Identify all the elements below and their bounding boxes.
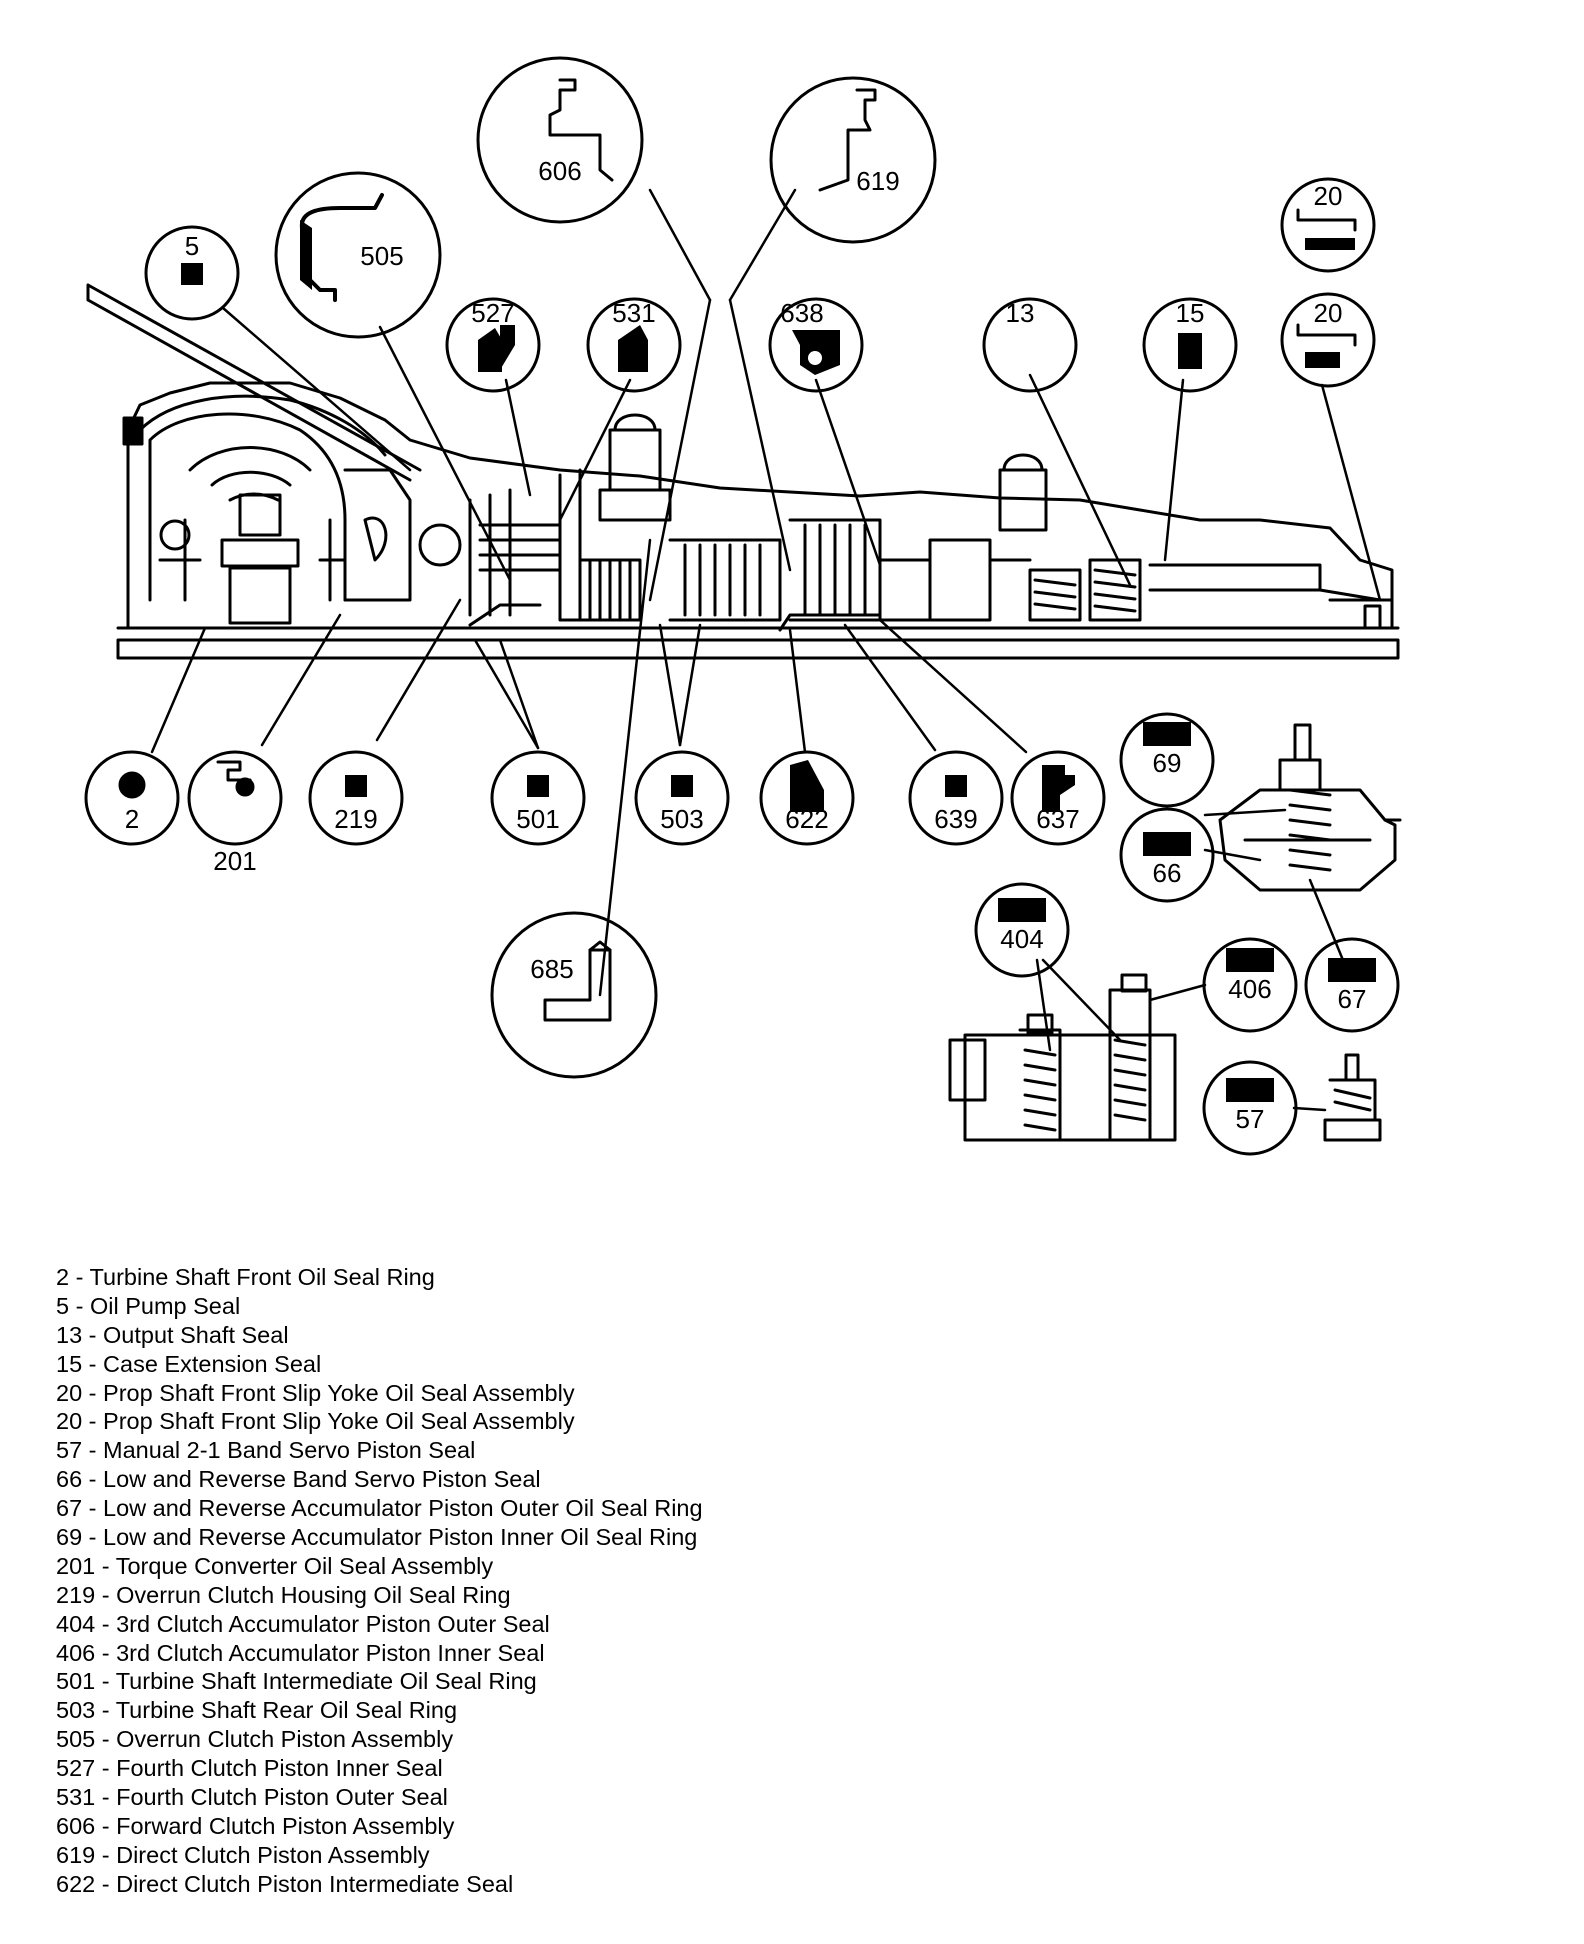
legend-item: 406 - 3rd Clutch Accumulator Piston Inne… xyxy=(56,1639,545,1666)
accumulator-detail xyxy=(948,973,1177,1142)
seal-icon-638 xyxy=(618,325,648,372)
transmission-seal-diagram: 2 201 219 501 503 622 639 637 5 505 527 … xyxy=(84,56,1402,1156)
legend-item: 404 - 3rd Clutch Accumulator Piston Oute… xyxy=(56,1610,550,1637)
callout-circles xyxy=(84,56,1400,1156)
seal-icon-637 xyxy=(1042,765,1075,812)
legend-item: 15 - Case Extension Seal xyxy=(56,1350,322,1377)
seal-icon-503 xyxy=(671,775,693,797)
seal-icon-639 xyxy=(945,775,967,797)
seal-icon-5 xyxy=(181,263,203,285)
callout-label-57: 57 xyxy=(1236,1104,1265,1134)
leader-lines xyxy=(150,188,1382,1112)
legend-item: 201 - Torque Converter Oil Seal Assembly xyxy=(56,1552,494,1579)
seal-icon-219 xyxy=(345,775,367,797)
legend-item: 503 - Turbine Shaft Rear Oil Seal Ring xyxy=(56,1697,458,1724)
legend-item: 501 - Turbine Shaft Intermediate Oil Sea… xyxy=(56,1668,537,1695)
servo-piston-57 xyxy=(1323,1053,1382,1142)
legend-item: 2 - Turbine Shaft Front Oil Seal Ring xyxy=(56,1264,435,1290)
callout-label-67: 67 xyxy=(1338,984,1367,1014)
legend-item: 527 - Fourth Clutch Piston Inner Seal xyxy=(56,1755,443,1782)
callout-label-20a: 20 xyxy=(1314,181,1343,211)
seal-icon-501 xyxy=(527,775,549,797)
legend-item: 219 - Overrun Clutch Housing Oil Seal Ri… xyxy=(56,1581,511,1608)
seal-icon-66 xyxy=(1143,832,1191,856)
seal-icon-69 xyxy=(1143,722,1191,746)
callout-label-639: 639 xyxy=(934,804,977,834)
callout-label-66: 66 xyxy=(1153,858,1182,888)
callout-label-503: 503 xyxy=(660,804,703,834)
seal-icon-406 xyxy=(1226,948,1274,972)
legend-item: 20 - Prop Shaft Front Slip Yoke Oil Seal… xyxy=(56,1408,575,1435)
legend-item: 69 - Low and Reverse Accumulator Piston … xyxy=(56,1524,698,1551)
seal-icon-67 xyxy=(1328,958,1376,982)
callout-label-406: 406 xyxy=(1228,974,1271,1004)
callout-label-219: 219 xyxy=(334,804,377,834)
callout-label-527: 527 xyxy=(471,298,514,328)
callout-label-637: 637 xyxy=(1036,804,1079,834)
seal-icons xyxy=(118,78,1376,1102)
legend-item: 66 - Low and Reverse Band Servo Piston S… xyxy=(56,1466,541,1493)
legend-item: 606 - Forward Clutch Piston Assembly xyxy=(56,1812,455,1839)
callout-label-69: 69 xyxy=(1153,748,1182,778)
callout-label-404: 404 xyxy=(1000,924,1043,954)
callout-label-606: 606 xyxy=(538,156,581,186)
callout-label-2: 2 xyxy=(125,804,139,834)
servo-detail xyxy=(1218,723,1402,892)
legend-item: 5 - Oil Pump Seal xyxy=(56,1292,241,1319)
legend-item: 13 - Output Shaft Seal xyxy=(56,1321,289,1348)
callout-labels: 2 201 219 501 503 622 639 637 5 505 527 … xyxy=(125,156,1367,1134)
seal-icon-2 xyxy=(118,771,146,799)
callout-label-622: 622 xyxy=(785,804,828,834)
seal-icon-15 xyxy=(1178,333,1202,369)
callout-label-501: 501 xyxy=(516,804,559,834)
callout-label-619: 619 xyxy=(856,166,899,196)
legend-item: 67 - Low and Reverse Accumulator Piston … xyxy=(56,1495,703,1522)
transmission-cross-section xyxy=(86,283,1400,660)
seal-icon-20b xyxy=(1296,323,1357,347)
seal-icon-404 xyxy=(998,898,1046,922)
seal-icon-622 xyxy=(790,760,824,812)
callout-label-13: 13 xyxy=(1006,298,1035,328)
callout-label-15: 15 xyxy=(1176,298,1205,328)
callout-label-638: 638 xyxy=(780,298,823,328)
legend-item: 622 - Direct Clutch Piston Intermediate … xyxy=(56,1870,514,1897)
callout-label-20b: 20 xyxy=(1314,298,1343,328)
legend-item: 505 - Overrun Clutch Piston Assembly xyxy=(56,1726,454,1753)
callout-label-5: 5 xyxy=(185,231,199,261)
seal-icon-619 xyxy=(818,88,877,192)
legend-list: 2 - Turbine Shaft Front Oil Seal Ring 5 … xyxy=(56,1263,703,1899)
seal-icon-201 xyxy=(216,760,252,782)
legend-item: 57 - Manual 2-1 Band Servo Piston Seal xyxy=(56,1437,476,1464)
legend-item: 20 - Prop Shaft Front Slip Yoke Oil Seal… xyxy=(56,1379,575,1406)
seal-icon-606 xyxy=(548,78,614,182)
seal-icon-20a xyxy=(1296,208,1357,232)
callout-label-531: 531 xyxy=(612,298,655,328)
callout-label-505: 505 xyxy=(360,241,403,271)
legend-item: 531 - Fourth Clutch Piston Outer Seal xyxy=(56,1784,448,1811)
callout-label-201: 201 xyxy=(213,846,256,876)
callout-label-685: 685 xyxy=(530,954,573,984)
seal-icon-57 xyxy=(1226,1078,1274,1102)
seal-icon-531 xyxy=(478,325,515,370)
legend-item: 619 - Direct Clutch Piston Assembly xyxy=(56,1841,430,1868)
